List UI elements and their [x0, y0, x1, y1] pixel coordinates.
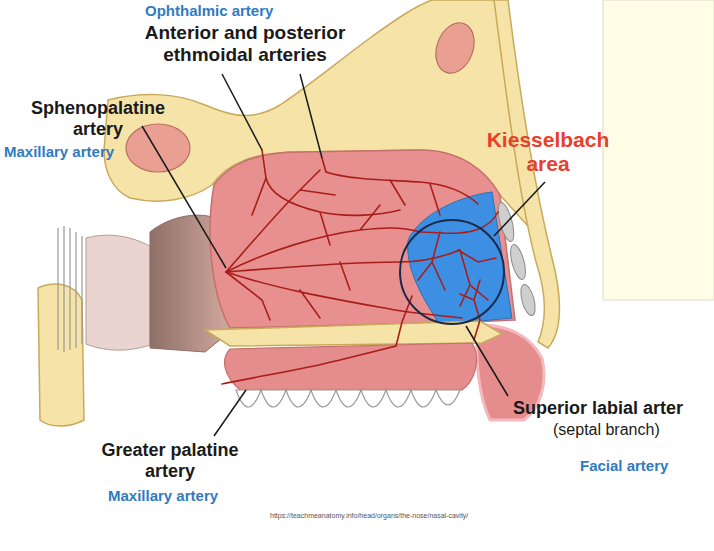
artery-label: Sphenopalatine artery: [18, 98, 178, 139]
leader-line: [142, 126, 226, 268]
posterior-wall: [86, 235, 150, 350]
ethmoidal-branch: [252, 150, 400, 245]
sphenoid-sinus: [126, 124, 190, 172]
leader-line: [222, 74, 262, 150]
sphenopalatine-branch: [226, 170, 335, 272]
teeth: [236, 390, 460, 407]
artery-source: Maxillary artery: [4, 143, 114, 160]
septal-branch: [460, 280, 480, 340]
leader-line: [300, 74, 322, 158]
nasal-cartilage: [518, 283, 538, 317]
leader-line: [466, 326, 508, 396]
artery-label: Superior labial arter: [513, 398, 683, 419]
region-label: Kiesselbach area: [478, 128, 618, 176]
side-panel: [603, 0, 714, 300]
highlight-circle: [400, 220, 504, 324]
artery-source: Facial artery: [580, 457, 668, 474]
leader-lines: [142, 74, 545, 436]
artery-source: Maxillary artery: [108, 487, 218, 504]
artery-branch-note: (septal branch): [553, 421, 660, 439]
muscle-fibres: [58, 226, 82, 352]
kiesselbach-plexus: [418, 212, 498, 306]
kiesselbach-region: [408, 192, 512, 325]
artery-source: Ophthalmic artery: [145, 2, 273, 19]
frontal-sinus: [429, 17, 481, 78]
palatal-mucosa: [225, 343, 477, 390]
sphenopalatine-branch: [226, 272, 270, 320]
nasal-septum-mucosa: [210, 150, 515, 328]
nasal-cartilage: [508, 243, 529, 281]
artery-label: Greater palatine artery: [80, 440, 260, 481]
hard-palate: [205, 321, 502, 346]
leader-line: [214, 390, 246, 436]
nasal-cartilage: [495, 201, 517, 243]
vertebra: [38, 284, 84, 426]
sphenopalatine-branch: [226, 272, 462, 318]
artery-label: Anterior and posterior ethmoidal arterie…: [110, 22, 380, 66]
greater-palatine-artery: [222, 296, 412, 384]
leader-line: [494, 182, 545, 236]
ethmoidal-branch: [322, 158, 478, 215]
arteries: [222, 150, 498, 384]
source-url: https://teachmeanatomy.info/head/organs/…: [270, 512, 468, 520]
